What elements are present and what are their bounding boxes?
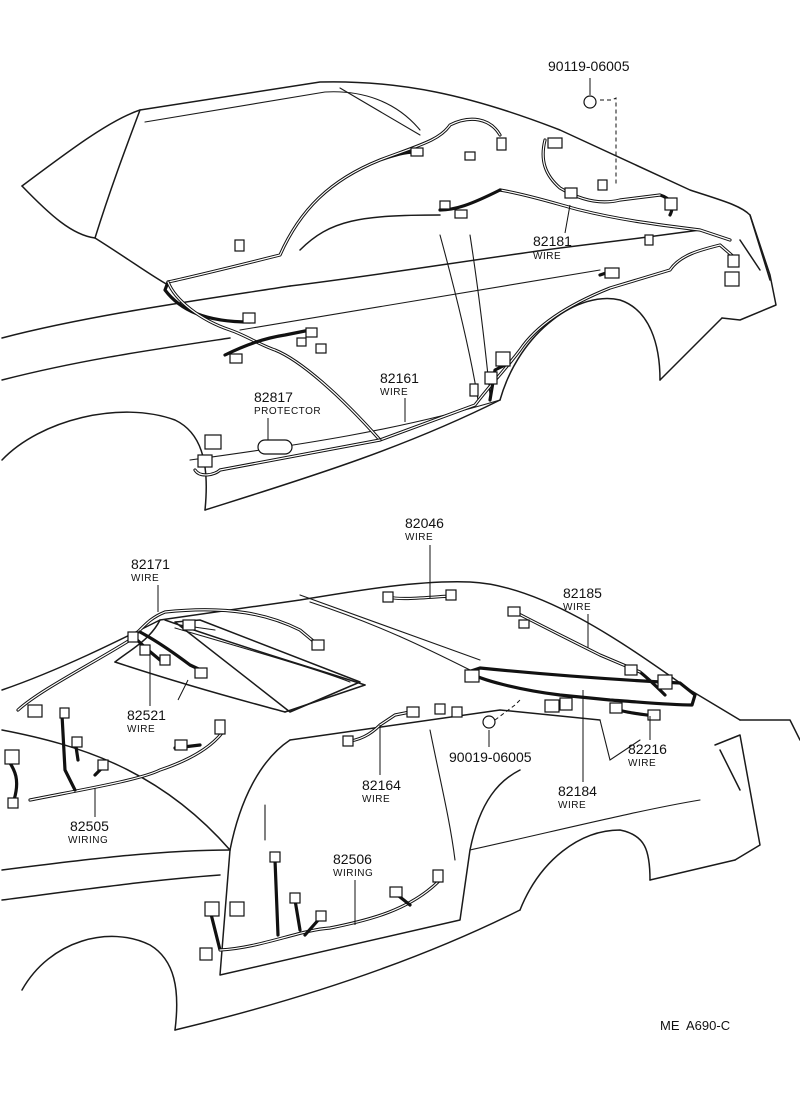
lower-labels: 82046 WIRE 82171 WIRE 82185 WIRE 82521 W… — [68, 515, 667, 925]
part-desc-82181: WIRE — [533, 251, 561, 262]
part-desc-82184: WIRE — [558, 800, 586, 811]
part-desc-82185: WIRE — [563, 602, 591, 613]
part-number-90019-06005: 90019-06005 — [449, 749, 532, 765]
bolt-icon — [482, 715, 496, 729]
bolt-icon — [583, 95, 597, 109]
upper-harness — [163, 95, 740, 477]
part-number-82521: 82521 — [127, 707, 166, 723]
part-number-82216: 82216 — [628, 741, 667, 757]
part-number-82164: 82164 — [362, 777, 401, 793]
part-number-82185: 82185 — [563, 585, 602, 601]
protector-part — [257, 439, 293, 455]
part-desc-82521: WIRE — [127, 724, 155, 735]
part-desc-82506: WIRING — [333, 868, 373, 879]
part-number-82181: 82181 — [533, 233, 572, 249]
lower-car-body — [1, 581, 800, 1031]
part-desc-82161: WIRE — [380, 387, 408, 398]
part-number-82184: 82184 — [558, 783, 597, 799]
part-number-82161: 82161 — [380, 370, 419, 386]
part-number-82046: 82046 — [405, 515, 444, 531]
part-desc-82171: WIRE — [131, 573, 159, 584]
part-desc-82505: WIRING — [68, 835, 108, 846]
part-number-90119-06005: 90119-06005 — [548, 58, 630, 74]
upper-labels: 90119-06005 82181 WIRE 82161 WIRE 82817 … — [254, 58, 630, 440]
part-desc-82216: WIRE — [628, 758, 656, 769]
diagram-reference-code: ME A690-C — [660, 1018, 730, 1033]
part-desc-82046: WIRE — [405, 532, 433, 543]
part-number-82171: 82171 — [131, 556, 170, 572]
part-number-82505: 82505 — [70, 818, 109, 834]
lower-harness — [4, 589, 697, 961]
part-number-82817: 82817 — [254, 389, 293, 405]
part-number-82506: 82506 — [333, 851, 372, 867]
part-desc-82164: WIRE — [362, 794, 390, 805]
upper-car-body — [1, 81, 777, 511]
part-desc-82817: PROTECTOR — [254, 406, 321, 417]
